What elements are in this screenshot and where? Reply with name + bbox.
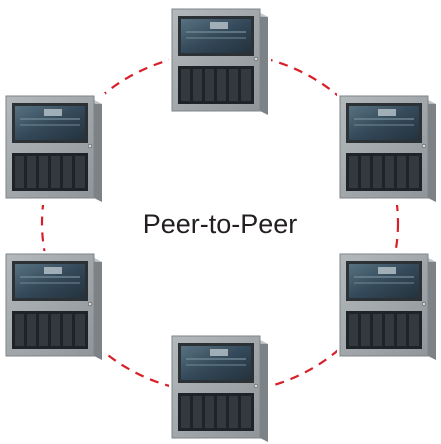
fire-alarm-control-panel-icon (339, 253, 437, 361)
fire-alarm-control-panel-icon (5, 253, 103, 361)
fire-alarm-control-panel-icon (5, 95, 103, 203)
center-label: Peer-to-Peer (143, 209, 298, 239)
fire-alarm-control-panel-icon (171, 8, 269, 116)
panel-lower-left (3, 251, 105, 363)
panel-upper-left (3, 93, 105, 205)
panel-lower-right (337, 251, 439, 363)
panel-top (169, 6, 271, 118)
panel-upper-right (337, 93, 439, 205)
panel-bottom (169, 333, 271, 444)
fire-alarm-control-panel-icon (339, 95, 437, 203)
fire-alarm-control-panel-icon (171, 335, 269, 443)
panel-nodes (3, 6, 439, 444)
